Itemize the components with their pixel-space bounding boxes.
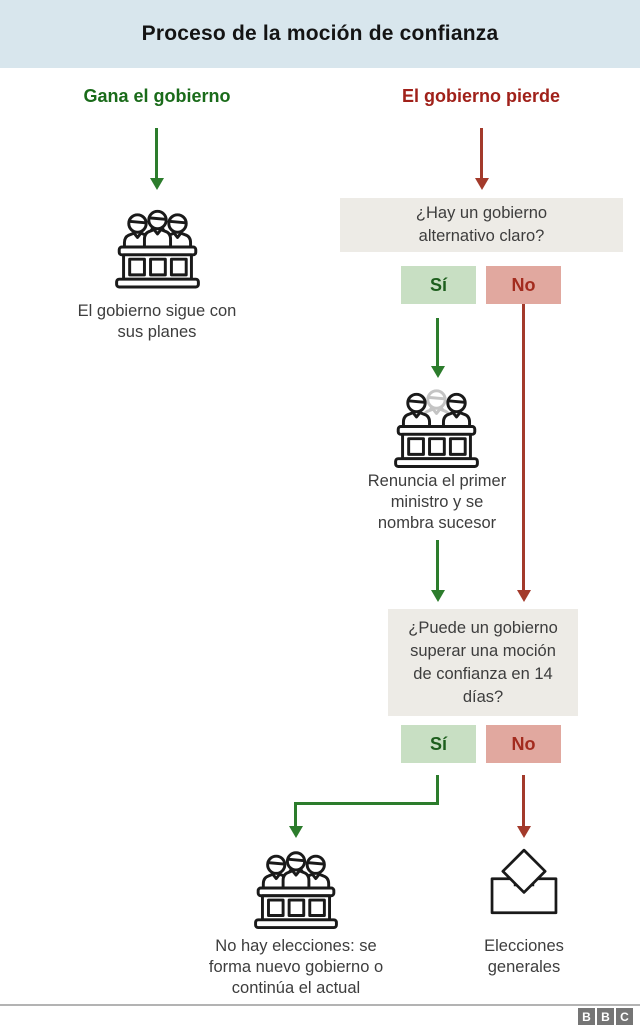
caption-no-elections: No hay elecciones: se forma nuevo gobier… [208,937,384,997]
footer-divider [0,1004,640,1006]
caption-pm-resigns: Renuncia el primer ministro y se nombra … [367,472,507,532]
yes-label-2: Sí [401,725,476,763]
connector-green-horizontal [294,802,439,805]
bbc-logo-block: B [597,1008,614,1025]
arrow-down-red-long-icon [516,304,531,602]
bbc-logo-block: C [616,1008,633,1025]
no-label-2: No [486,725,561,763]
caption-general-elections: Elecciones generales [484,937,564,976]
parliament-pm-resigns-icon [394,389,479,468]
branch-label-government-wins: Gana el gobierno [83,86,231,106]
arrow-down-green-icon [430,318,445,378]
yes-label-1: Sí [401,266,476,304]
branch-label-government-loses: El gobierno pierde [401,86,561,106]
arrow-down-green-icon [149,128,164,190]
arrow-down-green-icon [288,802,303,838]
arrow-down-red-icon [516,775,531,838]
parliament-icon [115,209,200,289]
arrow-down-red-icon [474,128,489,190]
no-label-1: No [486,266,561,304]
page-title: Proceso de la moción de confianza [141,22,499,45]
header-bar: Proceso de la moción de confianza [0,0,640,68]
bbc-logo: B B C [578,1008,633,1025]
question-box-confidence-14-days: ¿Puede un gobierno superar una moción de… [388,609,578,716]
arrow-down-green-icon [430,540,445,602]
question-box-alternative-government: ¿Hay un gobierno alternativo claro? [340,198,623,252]
bbc-logo-block: B [578,1008,595,1025]
parliament-icon [254,851,338,930]
connector-green-vertical [436,775,439,805]
ballot-box-icon [490,848,558,915]
caption-government-continues: El gobierno sigue con sus planes [77,302,237,341]
